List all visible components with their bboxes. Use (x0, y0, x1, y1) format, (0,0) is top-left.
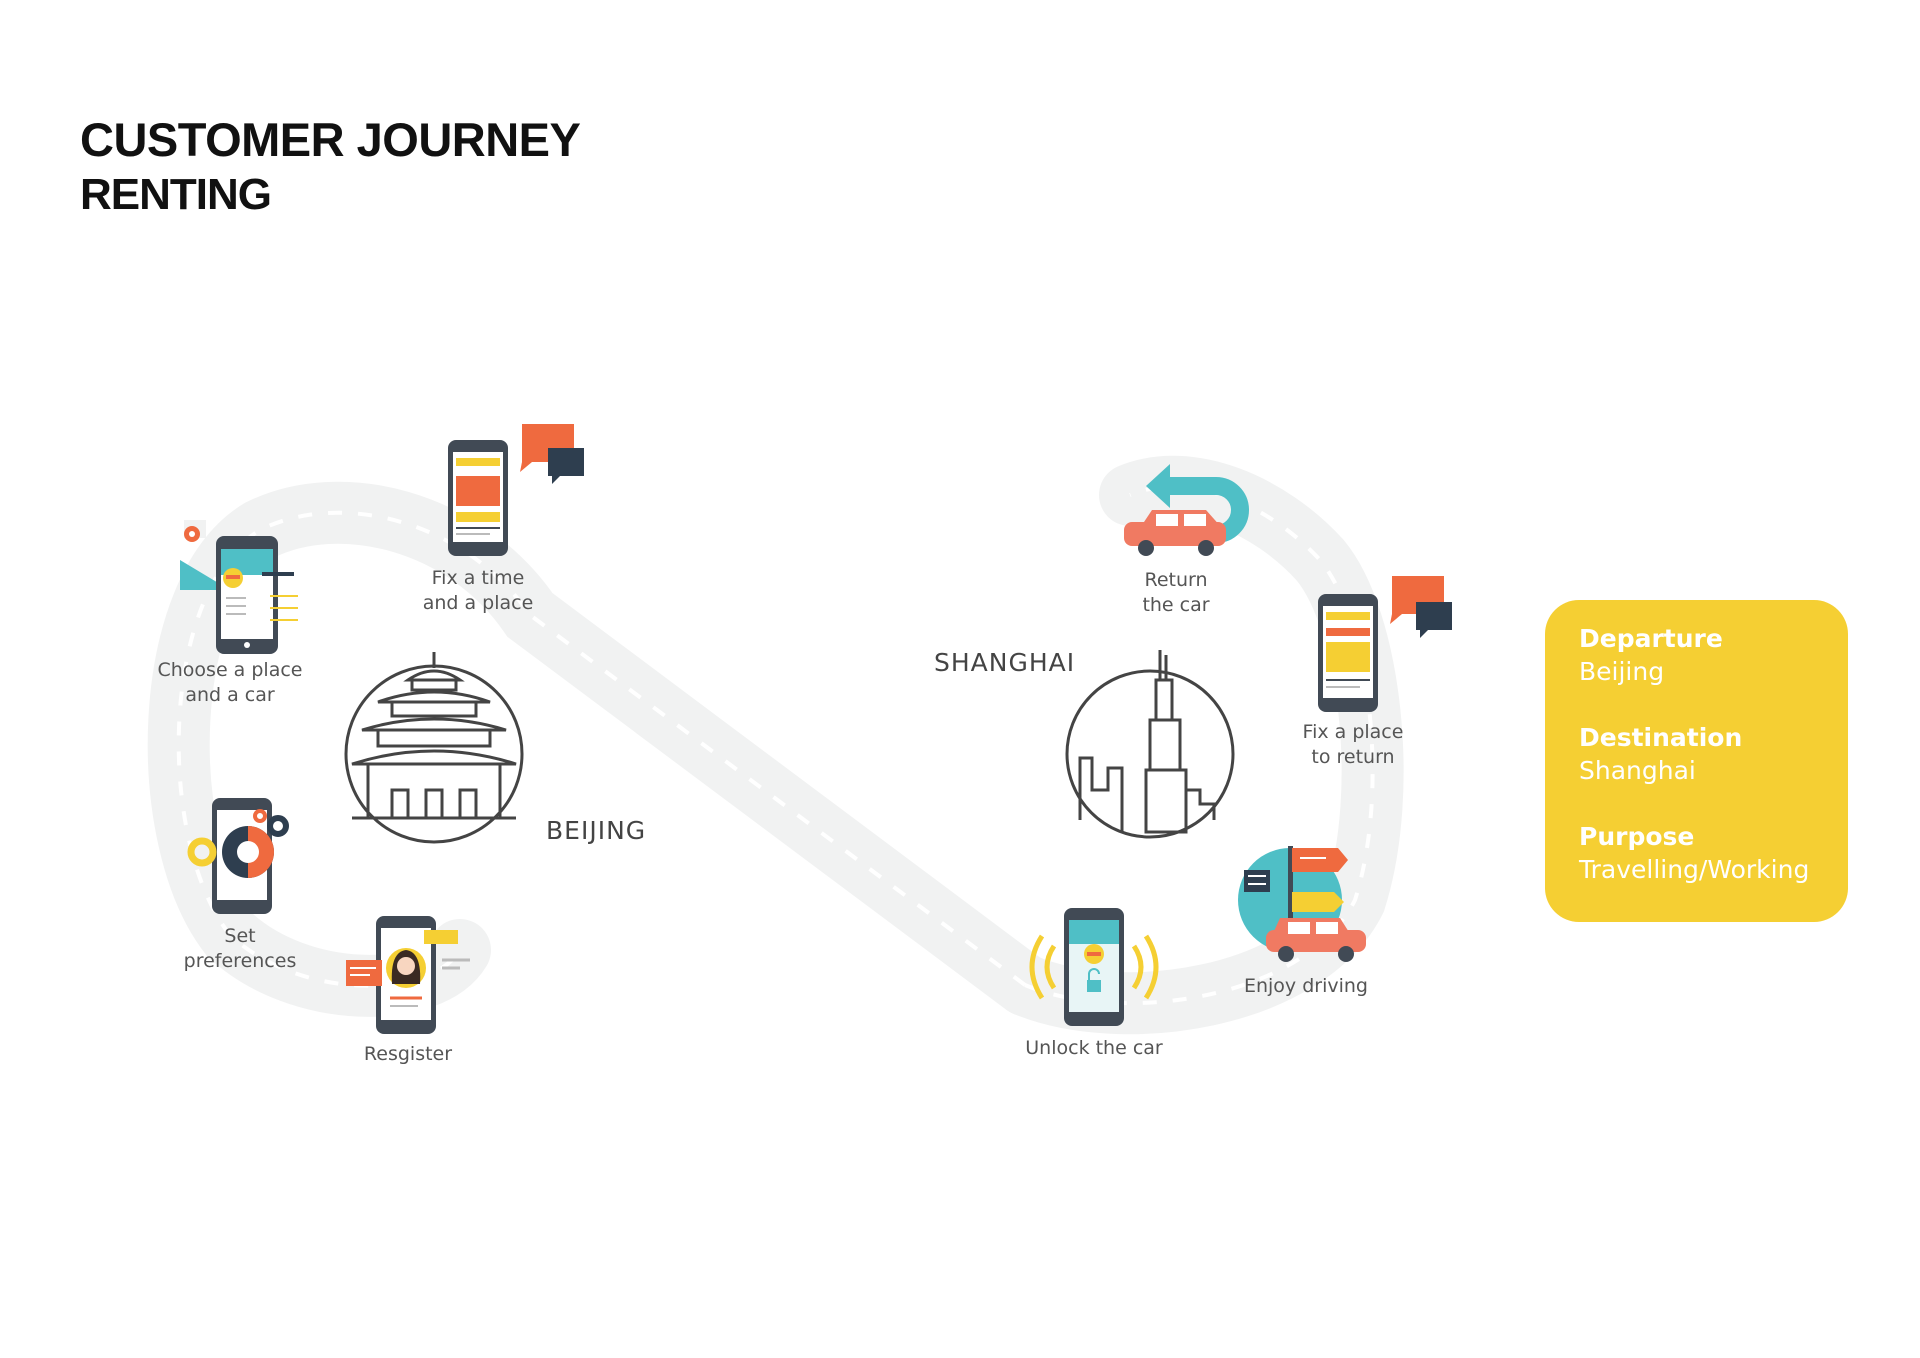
destination-value: Shanghai (1579, 756, 1696, 785)
step-register-line1: Resgister (363, 1043, 453, 1065)
unlock-phone-icon (1029, 908, 1159, 1026)
choose-car-phone-icon (180, 520, 298, 654)
step-unlock-line1: Unlock the car (1025, 1037, 1163, 1059)
step-fix-time-line2: and a place (422, 592, 534, 614)
step-enjoy-line1: Enjoy driving (1243, 975, 1368, 997)
journey-road (147, 455, 1404, 1035)
city-shanghai-label: SHANGHAI (934, 648, 1076, 677)
step-choose-line1: Choose a place (157, 659, 303, 681)
purpose-label: Purpose (1579, 822, 1695, 851)
step-fix-time-label: Fix a time and a place (398, 566, 558, 616)
step-preferences-line1: Set (224, 925, 256, 947)
beijing-temple-icon (344, 652, 524, 844)
departure-value: Beijing (1579, 657, 1665, 686)
step-fix-return-line2: to return (1311, 746, 1395, 768)
fix-return-phone-icon (1318, 576, 1452, 712)
step-unlock-label: Unlock the car (1004, 1036, 1184, 1061)
fix-time-phone-icon (448, 424, 584, 556)
departure-label: Departure (1579, 624, 1723, 653)
step-fix-return-line1: Fix a place (1302, 721, 1404, 743)
purpose-value: Travelling/Working (1579, 855, 1810, 884)
step-fix-return-label: Fix a place to return (1278, 720, 1428, 770)
page-subtitle: RENTING (80, 170, 272, 219)
enjoy-driving-icon (1238, 846, 1366, 962)
destination-label: Destination (1579, 723, 1743, 752)
return-car-icon (1124, 464, 1249, 556)
step-preferences-label: Set preferences (170, 924, 310, 974)
preferences-phone-icon (187, 798, 289, 914)
step-preferences-line2: preferences (183, 950, 297, 972)
shanghai-skyline-icon (1065, 650, 1235, 839)
step-choose-label: Choose a place and a car (140, 658, 320, 708)
trip-info-card: Departure Beijing Destination Shanghai P… (1545, 600, 1848, 922)
step-register-label: Resgister (338, 1042, 478, 1067)
step-choose-line2: and a car (185, 684, 275, 706)
register-phone-icon (346, 916, 470, 1034)
step-return-car-line1: Return (1144, 569, 1208, 591)
step-enjoy-label: Enjoy driving (1226, 974, 1386, 999)
page-title: CUSTOMER JOURNEY (80, 113, 581, 166)
step-return-car-label: Return the car (1116, 568, 1236, 618)
step-return-car-line2: the car (1142, 594, 1210, 616)
step-fix-time-line1: Fix a time (431, 567, 525, 589)
city-beijing-label: BEIJING (546, 816, 647, 845)
